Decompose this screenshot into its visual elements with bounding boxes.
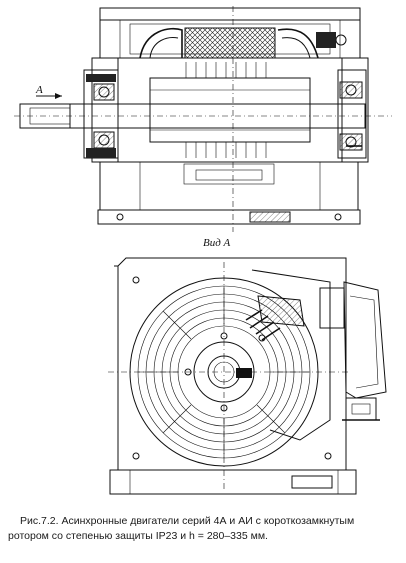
right-bearing-bottom [339, 133, 363, 151]
terminal-box-cover [251, 269, 331, 441]
left-bearing-top [93, 83, 115, 101]
right-bearing-top [339, 81, 363, 99]
end-view-base [109, 469, 357, 495]
winding-end-right [277, 28, 319, 59]
caption-line-1: Рис.7.2. Асинхронные двигатели серий 4А … [20, 515, 355, 527]
winding-end-left [139, 27, 183, 59]
mounting-feet [97, 209, 361, 225]
figure-caption: Рис.7.2. Асинхронные двигатели серий 4А … [8, 514, 400, 544]
housing-lower [99, 161, 359, 211]
frame-top-rib [99, 7, 361, 21]
terminal-lead [316, 32, 336, 48]
end-view-a [108, 257, 387, 495]
longitudinal-section-view: A [14, 6, 392, 232]
view-a-label: Вид А [203, 237, 231, 249]
end-view-housing [117, 257, 347, 471]
cable-gland [345, 397, 377, 421]
rotor [149, 77, 311, 143]
left-bearing-bottom [93, 131, 115, 149]
terminal-board [257, 295, 305, 327]
right-end-shield [337, 69, 367, 159]
junction-box [343, 281, 387, 399]
caption-line-2: ротором со степенью защиты IP23 и h = 28… [8, 530, 268, 542]
stator-housing [91, 57, 369, 163]
stator-core [184, 27, 276, 59]
arrow-a-label: A [35, 84, 43, 96]
